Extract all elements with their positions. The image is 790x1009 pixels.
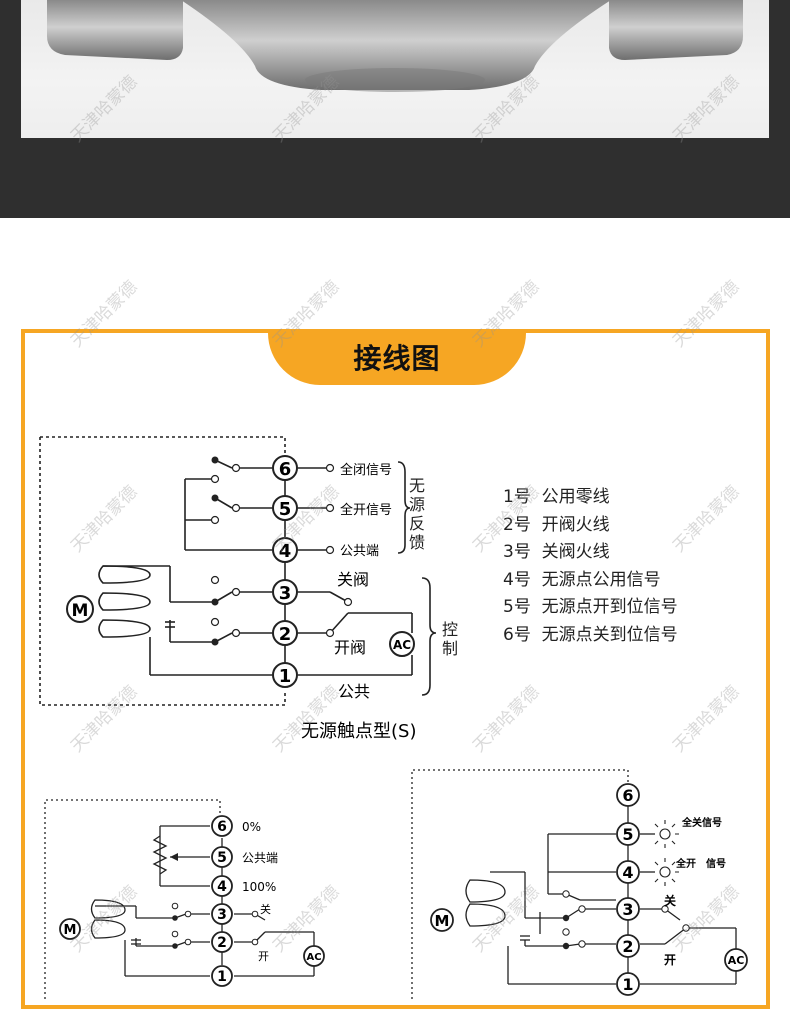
title-tab xyxy=(268,333,526,385)
svg-text:3: 3 xyxy=(279,583,292,604)
wiring-diagram-frame xyxy=(21,329,770,1009)
label-close-valve: 关阀 xyxy=(337,570,369,589)
legend-item: 2号 开阀火线 xyxy=(503,514,610,535)
svg-text:3: 3 xyxy=(217,907,227,923)
signal-full-close: 全闭信号 xyxy=(340,462,392,478)
svg-text:1: 1 xyxy=(279,666,292,687)
terminal-legend: 1号 公用零线 2号 开阀火线 3号 关阀火线 4号 无源点公用信号 5号 无源… xyxy=(503,484,678,649)
d3-terminal-6: 6 xyxy=(616,783,640,807)
signal-full-open: 全开信号 xyxy=(340,502,392,518)
terminal-5: 5 xyxy=(272,495,298,521)
d2-ac: AC xyxy=(303,945,325,967)
d3-terminal-3: 3 xyxy=(616,897,640,921)
d2-label-100pct: 100% xyxy=(242,880,276,894)
ac-source: AC xyxy=(389,631,415,657)
valve-body-image xyxy=(47,0,743,92)
d2-terminal-4: 4 xyxy=(211,875,233,897)
terminal-3: 3 xyxy=(272,579,298,605)
enclosure-dashed-line xyxy=(40,436,286,458)
svg-text:5: 5 xyxy=(217,850,227,866)
d3-motor: M xyxy=(430,908,454,932)
legend-item: 1号 公用零线 xyxy=(503,487,610,507)
svg-text:3: 3 xyxy=(622,900,633,919)
svg-text:4: 4 xyxy=(217,879,227,895)
svg-text:AC: AC xyxy=(306,952,321,963)
terminal-2: 2 xyxy=(272,620,298,646)
valve-photo xyxy=(21,0,769,138)
svg-text:2: 2 xyxy=(622,937,633,956)
svg-text:1: 1 xyxy=(217,969,227,985)
terminal-4: 4 xyxy=(272,537,298,563)
terminal-6: 6 xyxy=(272,455,298,481)
d3-terminal-4: 4 xyxy=(616,860,640,884)
legend-item: 4号 无源点公用信号 xyxy=(503,569,661,590)
passive-feedback-label: 无源反馈 xyxy=(409,476,426,552)
signal-common: 公共端 xyxy=(340,544,379,559)
label-common: 公共 xyxy=(338,682,370,701)
d3-terminal-5: 5 xyxy=(616,822,640,846)
terminal-1: 1 xyxy=(272,662,298,688)
d2-label-0pct: 0% xyxy=(242,820,261,834)
svg-text:M: M xyxy=(64,923,77,938)
svg-text:4: 4 xyxy=(279,541,292,562)
d3-terminal-2: 2 xyxy=(616,934,640,958)
d2-terminal-5: 5 xyxy=(211,846,233,868)
d3-signal: 信号 xyxy=(706,857,726,870)
svg-text:M: M xyxy=(435,912,450,930)
d2-label-open: 开 xyxy=(258,950,269,963)
d2-label-common: 公共端 xyxy=(242,851,278,865)
d2-terminal-6: 6 xyxy=(211,815,233,837)
d2-label-close: 关 xyxy=(260,902,271,916)
motor-symbol: M xyxy=(66,595,94,623)
svg-text:M: M xyxy=(72,601,89,621)
svg-text:4: 4 xyxy=(622,863,633,882)
d3-open: 开 xyxy=(664,953,676,967)
d2-terminal-2: 2 xyxy=(211,931,233,953)
d3-terminal-1: 1 xyxy=(616,972,640,996)
svg-text:2: 2 xyxy=(217,935,227,951)
legend-item: 6号 无源点关到位信号 xyxy=(503,624,678,645)
legend-item: 3号 关阀火线 xyxy=(503,542,610,562)
svg-text:5: 5 xyxy=(279,499,292,520)
diagram1-caption: 无源触点型(S) xyxy=(301,721,416,742)
control-label: 控制 xyxy=(442,620,459,658)
d3-full-open: 全开 xyxy=(675,857,696,870)
svg-text:AC: AC xyxy=(393,638,411,652)
svg-text:6: 6 xyxy=(217,819,227,835)
label-open-valve: 开阀 xyxy=(334,638,366,657)
d3-close: 关 xyxy=(664,893,676,908)
d3-ac: AC xyxy=(724,948,748,972)
d2-motor: M xyxy=(59,918,81,940)
d3-full-close-signal: 全关信号 xyxy=(681,816,722,829)
svg-text:1: 1 xyxy=(622,975,633,994)
svg-text:2: 2 xyxy=(279,624,292,645)
section-title: 接线图 xyxy=(353,342,441,375)
d2-terminal-1: 1 xyxy=(211,965,233,987)
svg-text:AC: AC xyxy=(728,954,745,967)
svg-text:6: 6 xyxy=(279,459,292,480)
svg-text:6: 6 xyxy=(622,786,633,805)
legend-item: 5号 无源点开到位信号 xyxy=(503,597,678,617)
d2-terminal-3: 3 xyxy=(211,903,233,925)
svg-text:5: 5 xyxy=(622,825,633,844)
